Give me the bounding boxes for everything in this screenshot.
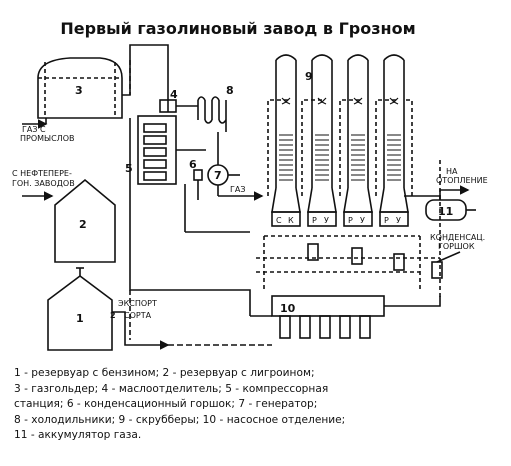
scrubber-letter-3: Р [312,216,317,225]
number-3: 3 [75,84,83,97]
scrubber-letter-5: Р [348,216,353,225]
scrubber-letter-2: К [288,216,294,225]
scrubber-letter-8: У [396,216,401,225]
sprinkler-heads [281,97,399,105]
label-from-refineries-1: С НЕФТЕПЕРЕ- [12,169,72,178]
ligroin-reservoir-2 [54,178,116,263]
label-gas: ГАЗ [230,185,245,194]
scrubber-packing [279,134,401,181]
number-11: 11 [438,205,453,218]
number-9: 9 [305,70,313,83]
number-1: 1 [76,312,84,325]
legend-line-2: 3 - газгольдер; 4 - маслоотделитель; 5 -… [14,382,329,395]
scrubber-letter-7: Р [384,216,389,225]
compressor-station-5 [137,115,177,185]
label-condensate-2: ГОРШОК [438,242,475,251]
number-10: 10 [280,302,296,315]
number-2: 2 [79,218,87,231]
pump-room-10 [271,295,385,339]
scrubber-letter-1: С [276,216,282,225]
number-4: 4 [170,88,178,101]
scrubber-pipes [256,99,441,300]
label-to-heating-1: НА [446,167,458,176]
legend-line-1: 1 - резервуар с бензином; 2 - резервуар … [14,367,315,379]
number-8: 8 [226,84,234,97]
label-from-refineries-2: ГОН. ЗАВОДОВ [12,179,75,188]
number-7: 7 [214,169,222,182]
condensate-pot-6 [193,169,203,181]
scrubber-letter-6: У [360,216,365,225]
label-to-heating-2: ОТОПЛЕНИЕ [436,176,488,185]
label-gas-from-oilfields-2: ПРОМЫСЛОВ [20,134,74,143]
legend-line-5: 11 - аккумулятор газа. [14,429,142,442]
legend-line-4: 8 - холодильники; 9 - скрубберы; 10 - на… [14,413,346,426]
label-export-3: СОРТА [124,311,152,320]
coolers-8 [197,96,227,132]
label-export-1: ЭКСПОРТ [118,299,157,308]
legend-line-3: станция; 6 - конденсационный горшок; 7 -… [14,398,318,411]
number-6: 6 [189,158,197,171]
scrubbers-9 [271,54,409,227]
label-condensate-1: КОНДЕНСАЦ. [430,233,485,242]
label-gas-from-oilfields-1: ГАЗ С [22,125,46,134]
gasholder-3 [37,57,123,119]
legend: 1 - резервуар с бензином; 2 - резервуар … [14,366,504,444]
gasoline-reservoir-1 [47,275,113,351]
number-5: 5 [125,162,133,175]
diagram-title: Первый газолиновый завод в Грозном [60,19,415,38]
label-export-2: 2 [110,311,116,320]
scrubber-letter-4: У [324,216,329,225]
